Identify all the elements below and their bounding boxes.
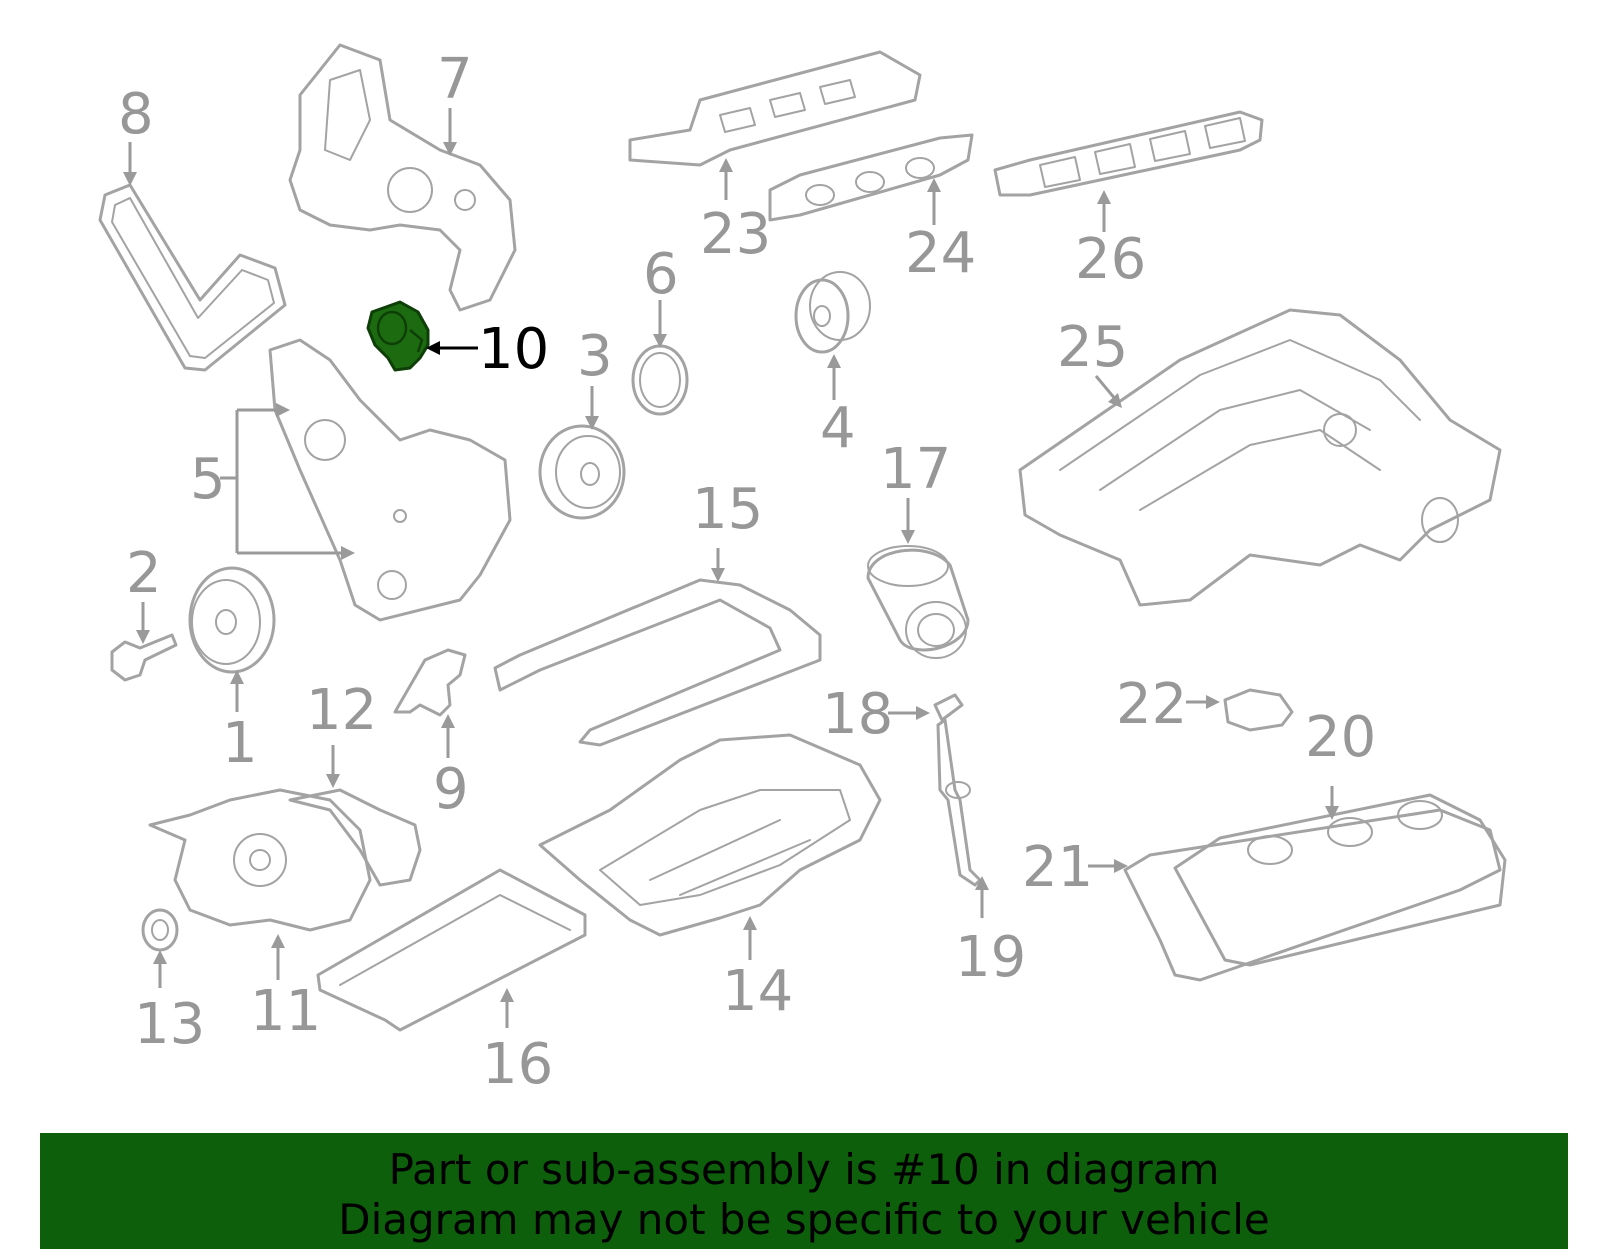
banner-line-1: Part or sub-assembly is #10 in diagram	[388, 1145, 1220, 1194]
part-13-washer	[141, 908, 179, 952]
callout-18: 18	[822, 682, 893, 747]
callout-24: 24	[905, 221, 976, 286]
leader-arrows	[123, 108, 1339, 1028]
part-9-sensor	[393, 648, 467, 717]
part-25-intake-manifold	[1018, 308, 1502, 607]
part-17-oil-filter	[866, 545, 970, 659]
callout-labels: 8 7 10 5 3 6 4 23 24 26 25 2 1 17 15 9 1…	[118, 47, 1376, 1097]
part-14-oil-pan	[538, 733, 882, 937]
callout-8: 8	[118, 82, 154, 147]
part-23-manifold	[628, 50, 922, 167]
part-3-sprocket	[538, 424, 626, 520]
part-1-damper	[188, 566, 276, 674]
part-2-bolt	[110, 633, 178, 682]
part-6-o-ring	[631, 344, 689, 416]
part-11-pump-housing	[148, 788, 372, 932]
part-22-cap	[1223, 688, 1294, 732]
callout-26: 26	[1075, 227, 1146, 292]
callout-6: 6	[643, 242, 679, 307]
callout-3: 3	[577, 324, 613, 389]
callout-2: 2	[126, 541, 162, 606]
callout-4: 4	[820, 396, 856, 461]
callout-7: 7	[437, 47, 473, 112]
part-12-gasket	[288, 788, 422, 887]
callout-11: 11	[250, 979, 321, 1044]
part-5-front-cover	[268, 338, 512, 622]
callout-14: 14	[722, 959, 793, 1024]
callout-25: 25	[1057, 315, 1128, 380]
callout-19: 19	[955, 925, 1026, 990]
part-8-timing-belt	[98, 183, 287, 372]
part-26-gasket	[993, 110, 1264, 197]
callout-21: 21	[1022, 835, 1093, 900]
callout-15: 15	[692, 477, 763, 542]
callout-10: 10	[478, 317, 549, 382]
part-16-windage-tray	[316, 868, 587, 1032]
callout-20: 20	[1305, 705, 1376, 770]
callout-23: 23	[700, 202, 771, 267]
part-21-gasket	[1123, 808, 1502, 982]
part-15-gasket	[493, 578, 822, 747]
callout-9: 9	[433, 757, 469, 822]
callout-17: 17	[880, 437, 951, 502]
part-10-highlighted	[366, 300, 430, 372]
banner-line-2: Diagram may not be specific to your vehi…	[338, 1195, 1270, 1244]
part-19-dipstick-tube	[936, 718, 982, 887]
part-24-gasket	[768, 133, 974, 222]
part-18-dipstick	[933, 693, 964, 722]
callout-5: 5	[190, 447, 226, 512]
callout-1: 1	[222, 711, 258, 776]
callout-22: 22	[1116, 672, 1187, 737]
callout-13: 13	[134, 992, 205, 1057]
callout-16: 16	[482, 1032, 553, 1097]
notice-banner: Part or sub-assembly is #10 in diagram D…	[40, 1133, 1568, 1249]
part-7-timing-cover	[288, 43, 517, 312]
part-4-sprocket	[794, 271, 871, 354]
callout-12: 12	[306, 678, 377, 743]
part-20-valve-cover	[1173, 793, 1507, 967]
